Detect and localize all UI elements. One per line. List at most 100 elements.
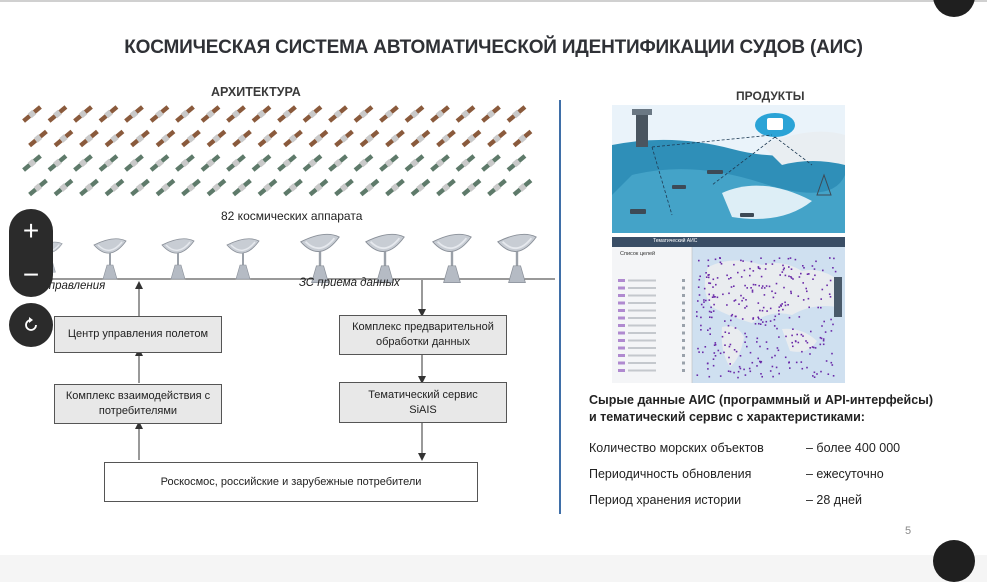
satellite-icon	[353, 154, 374, 172]
satellite-icon	[175, 154, 195, 172]
satellite-icon	[283, 178, 303, 197]
dish-icon	[226, 237, 260, 280]
satellite-icon	[481, 154, 501, 172]
products-heading: ПРОДУКТЫ	[736, 89, 805, 103]
satellite-icon	[232, 178, 252, 197]
service-screenshot-image	[612, 237, 845, 383]
satellite-constellation	[22, 105, 533, 197]
satellite-icon	[98, 105, 119, 123]
satellite-icon	[481, 105, 501, 123]
satellite-icon	[506, 105, 527, 123]
dish-icon	[161, 237, 195, 280]
satellite-icon	[130, 129, 150, 148]
satellites-caption: 82 космических аппарата	[221, 209, 363, 223]
consumers-box: Роскосмос, российские и зарубежные потре…	[104, 462, 478, 502]
satellite-icon	[410, 129, 431, 148]
satellite-icon	[379, 105, 399, 123]
satellite-icon	[461, 178, 482, 197]
satellite-icon	[149, 105, 170, 123]
satellite-icon	[385, 129, 405, 148]
thematic-service-box: Тематический сервис SiAIS	[339, 382, 507, 423]
satellite-icon	[251, 154, 272, 172]
satellite-icon	[277, 154, 297, 172]
stat-label: Периодичность обновления	[589, 467, 752, 481]
preprocessing-box: Комплекс предварительной обработки данны…	[339, 315, 507, 355]
next-button[interactable]	[933, 540, 975, 582]
satellite-icon	[512, 129, 533, 148]
satellite-icon	[308, 129, 329, 148]
satellite-icon	[283, 129, 303, 148]
satellite-icon	[455, 105, 476, 123]
satellite-icon	[98, 154, 119, 172]
satellite-icon	[436, 178, 456, 197]
satellite-icon	[226, 105, 246, 123]
architecture-heading: АРХИТЕКТУРА	[211, 85, 301, 99]
satellite-icon	[430, 105, 450, 123]
satellite-icon	[79, 178, 99, 197]
rotate-icon	[25, 317, 37, 331]
dish-icon	[93, 237, 127, 280]
satellite-icon	[404, 154, 425, 172]
products-description-line1: Сырые данные АИС (программный и API-инте…	[589, 393, 933, 407]
stat-label: Период хранения истории	[589, 493, 742, 507]
consumer-interaction-box: Комплекс взаимодействия с потребителями	[54, 384, 222, 424]
satellite-icon	[175, 105, 195, 123]
satellite-icon	[487, 129, 507, 148]
satellite-icon	[410, 178, 431, 197]
satellite-icon	[487, 178, 507, 197]
satellite-icon	[53, 129, 74, 148]
stat-value: – ежесуточно	[806, 467, 884, 481]
satellite-icon	[308, 178, 329, 197]
satellite-icon	[251, 105, 272, 123]
satellite-icon	[181, 129, 201, 148]
satellite-icon	[155, 178, 176, 197]
section-divider	[559, 100, 561, 514]
receiving-station-label: ЗС приема данных	[299, 277, 400, 289]
satellite-icon	[47, 154, 68, 172]
ground-segment-diagram	[37, 233, 555, 461]
ais-infographic-image	[612, 105, 845, 233]
satellite-icon	[436, 129, 456, 148]
zoom-in-button[interactable]: +	[22, 215, 40, 246]
satellite-icon	[47, 105, 68, 123]
zoom-out-button[interactable]: −	[22, 259, 40, 290]
satellite-icon	[200, 154, 221, 172]
page-number: 5	[905, 525, 912, 537]
satellite-icon	[455, 154, 476, 172]
satellite-icon	[328, 105, 348, 123]
satellite-icon	[334, 129, 354, 148]
zoom-controls: + −	[9, 209, 53, 297]
satellite-icon	[257, 129, 278, 148]
rotate-button[interactable]	[9, 303, 53, 347]
satellite-icon	[232, 129, 252, 148]
satellite-icon	[353, 105, 374, 123]
satellite-icon	[79, 129, 99, 148]
satellite-icon	[200, 105, 221, 123]
satellite-icon	[104, 129, 125, 148]
satellite-icon	[359, 178, 380, 197]
satellite-icon	[302, 154, 323, 172]
satellite-icon	[359, 129, 380, 148]
satellite-icon	[385, 178, 405, 197]
stat-value: – более 400 000	[806, 441, 901, 455]
satellite-icon	[226, 154, 246, 172]
satellite-icon	[73, 105, 93, 123]
satellite-icon	[430, 154, 450, 172]
satellite-icon	[512, 178, 533, 197]
flight-control-center-box: Центр управления полетом	[54, 316, 222, 353]
satellite-icon	[302, 105, 323, 123]
menu-button[interactable]	[933, 0, 975, 17]
screenshot-top-bar-label: Тематический АИС	[653, 238, 698, 244]
satellite-icon	[22, 154, 42, 172]
stat-value: – 28 дней	[806, 493, 862, 507]
satellite-icon	[181, 178, 201, 197]
satellite-icon	[506, 154, 527, 172]
satellite-icon	[461, 129, 482, 148]
satellite-icon	[22, 105, 42, 123]
slide-title: КОСМИЧЕСКАЯ СИСТЕМА АВТОМАТИЧЕСКОЙ ИДЕНТ…	[124, 37, 863, 58]
products-description-line2: и тематический сервис с характеристиками…	[589, 410, 865, 424]
satellite-icon	[28, 129, 48, 148]
satellite-icon	[73, 154, 93, 172]
satellite-icon	[404, 105, 425, 123]
satellite-icon	[28, 178, 48, 197]
